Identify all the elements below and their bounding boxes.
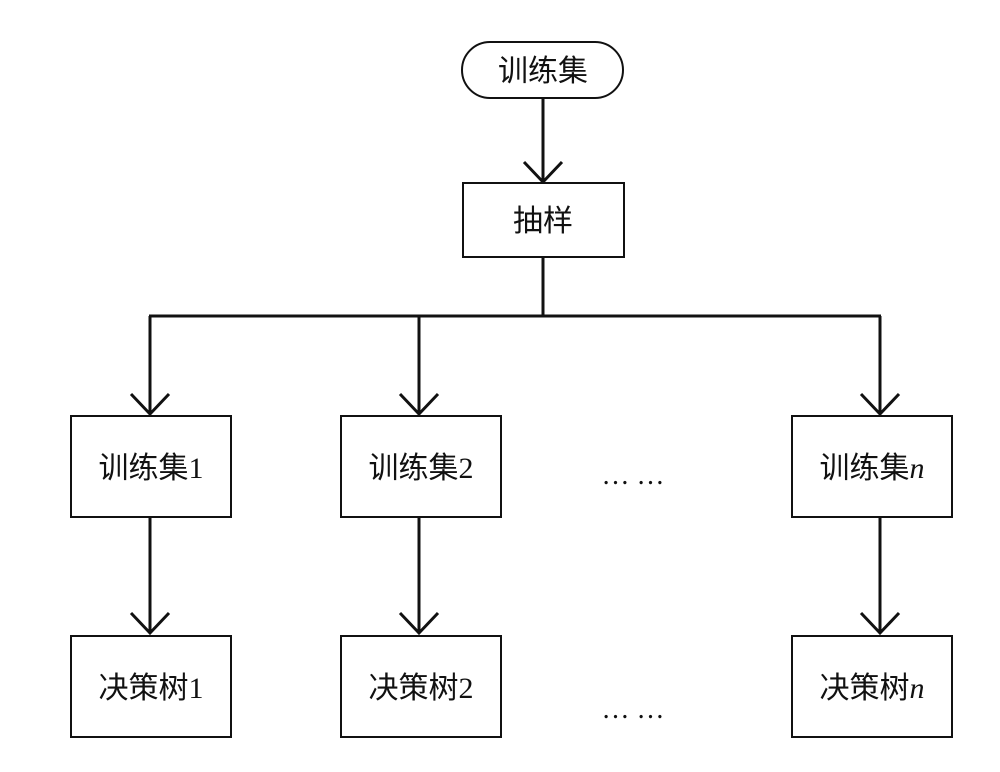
- subset-node-n-shape: [791, 415, 953, 518]
- subset-node-1: 训练集1: [70, 415, 232, 518]
- tree-node-2-index: 2: [459, 672, 474, 705]
- subset-node-n-index: n: [910, 452, 925, 485]
- tree-node-2-shape: [340, 635, 502, 738]
- tree-node-2: 决策树2: [340, 635, 502, 738]
- subset-node-2-label: 训练集2: [369, 451, 474, 486]
- sampling-node-label: 抽样: [513, 204, 573, 239]
- arrowhead-tree-1: [129, 611, 171, 636]
- subset-node-2-shape: [340, 415, 502, 518]
- arrowhead-tree-n: [859, 611, 901, 636]
- subset-node-1-text: 训练集: [99, 451, 189, 486]
- subset-node-2-text: 训练集: [369, 451, 459, 486]
- tree-node-n-label: 决策树n: [820, 671, 925, 706]
- tree-node-n-text: 决策树: [820, 671, 910, 706]
- tree-node-1-text: 决策树: [99, 671, 189, 706]
- root-node: 训练集: [461, 41, 624, 99]
- arrowhead-subset-1: [129, 392, 171, 417]
- tree-node-1-shape: [70, 635, 232, 738]
- tree-node-1-index: 1: [189, 672, 204, 705]
- subset-node-1-label: 训练集1: [99, 451, 204, 486]
- arrowhead-tree-2: [398, 611, 440, 636]
- arrowhead-subset-n: [859, 392, 901, 417]
- subset-row-ellipsis: … …: [602, 460, 665, 491]
- sampling-node-shape: [462, 182, 625, 258]
- subset-node-n: 训练集n: [791, 415, 953, 518]
- connectors: [129, 97, 901, 636]
- subset-node-2-index: 2: [459, 452, 474, 485]
- subset-node-n-text: 训练集: [820, 451, 910, 486]
- tree-node-n: 决策树n: [791, 635, 953, 738]
- arrowhead-subset-2: [398, 392, 440, 417]
- tree-node-2-text: 决策树: [369, 671, 459, 706]
- tree-row-ellipsis: … …: [602, 694, 665, 725]
- subset-node-2: 训练集2: [340, 415, 502, 518]
- tree-node-1: 决策树1: [70, 635, 232, 738]
- tree-node-n-index: n: [910, 672, 925, 705]
- tree-node-1-label: 决策树1: [99, 671, 204, 706]
- subset-node-1-index: 1: [189, 452, 204, 485]
- root-node-shape: [461, 41, 624, 99]
- subset-node-1-shape: [70, 415, 232, 518]
- tree-node-2-label: 决策树2: [369, 671, 474, 706]
- subset-node-n-label: 训练集n: [820, 451, 925, 486]
- sampling-node: 抽样: [462, 182, 625, 258]
- tree-node-n-shape: [791, 635, 953, 738]
- root-node-label: 训练集: [498, 54, 588, 89]
